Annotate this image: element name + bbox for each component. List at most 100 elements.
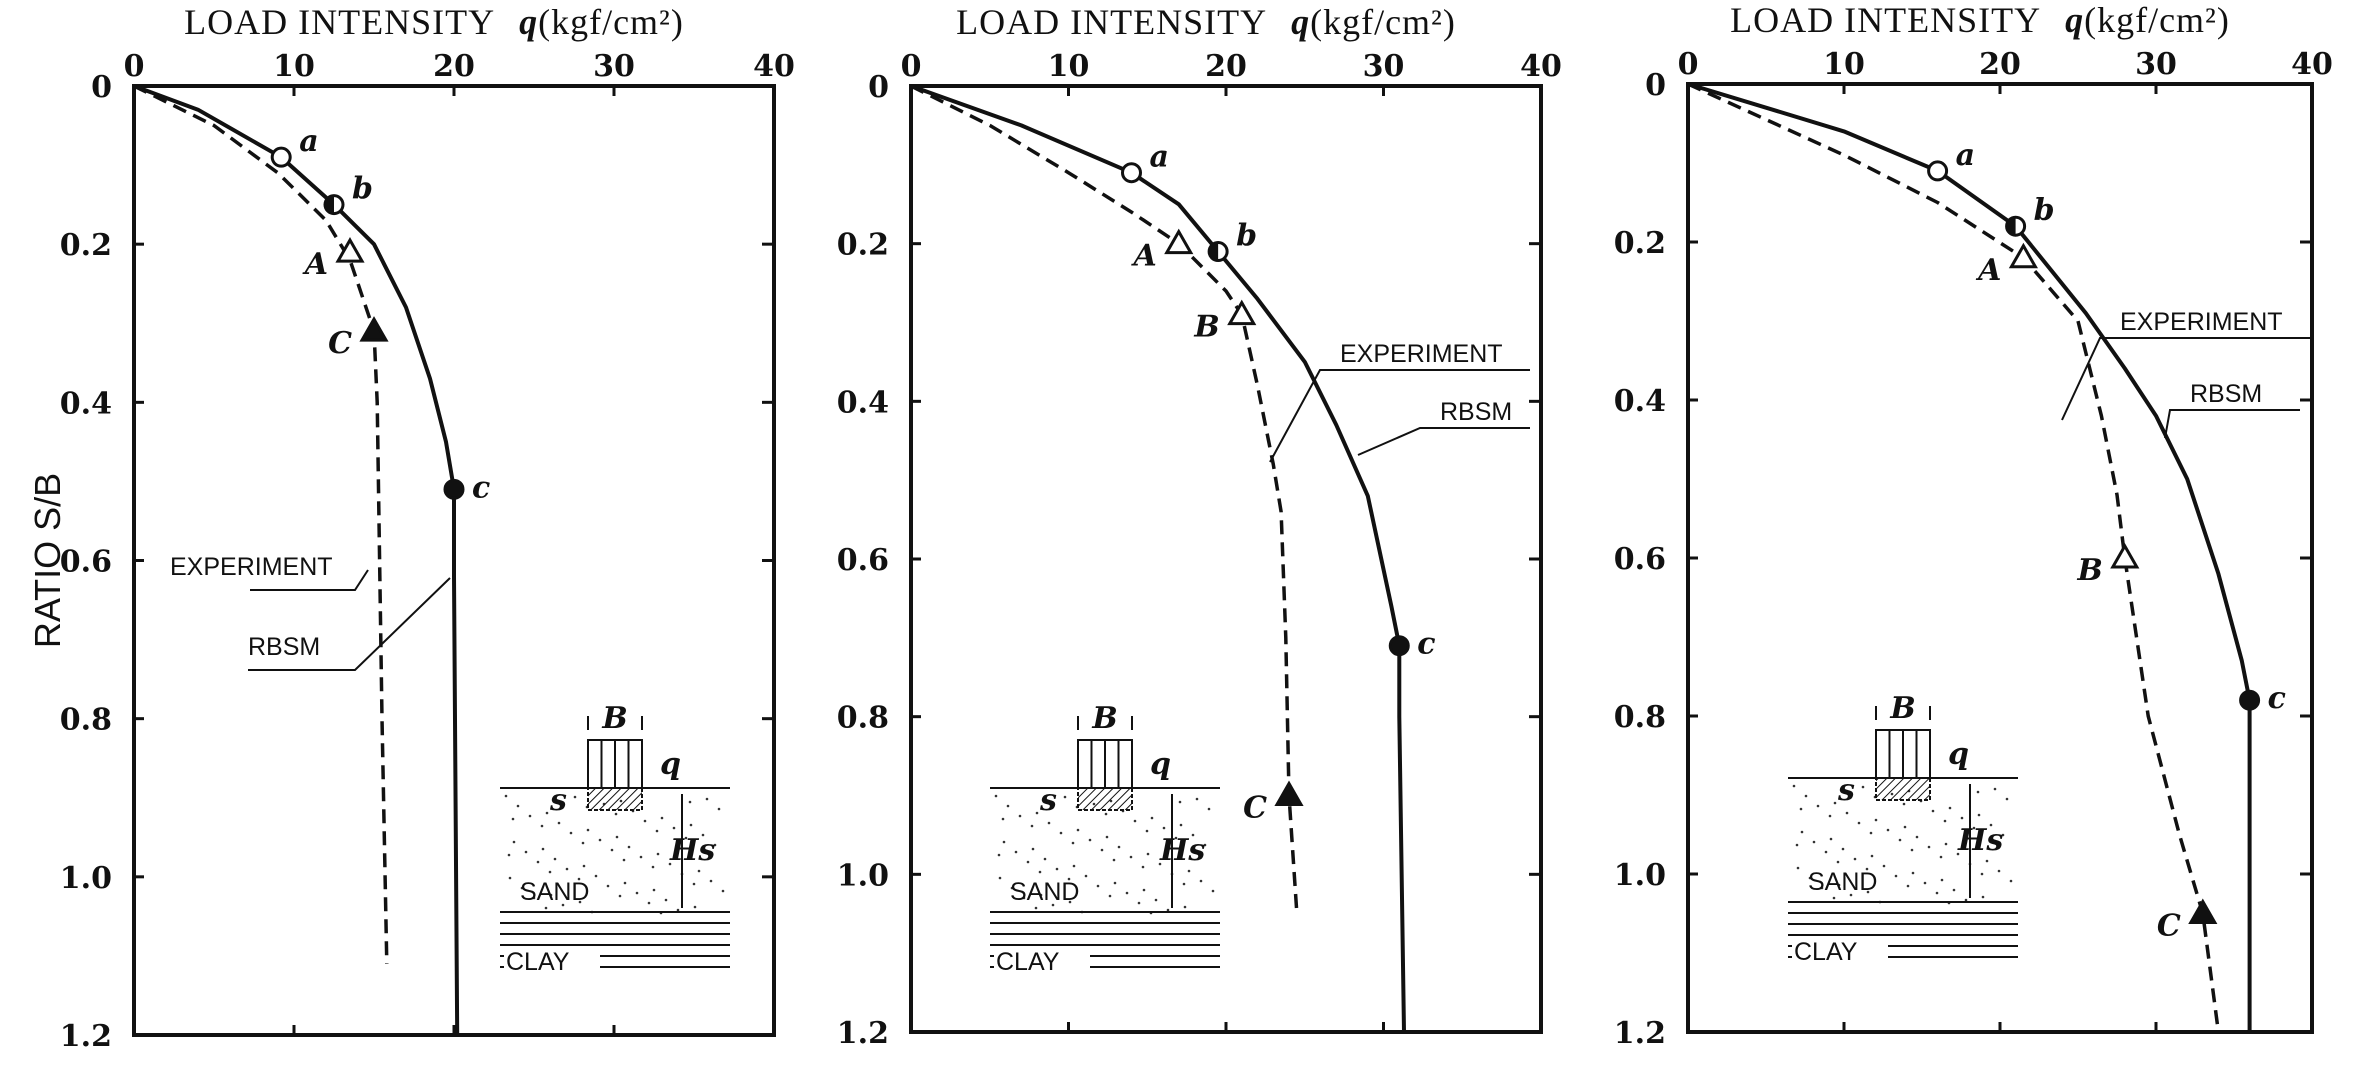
- marker-label: b: [1236, 219, 1257, 254]
- marker-label: a: [1150, 140, 1169, 175]
- sand-dot: [1870, 854, 1874, 858]
- sand-dot: [1063, 795, 1067, 799]
- sand-dot: [1829, 837, 1833, 841]
- x-tick-label: 40: [2291, 47, 2333, 82]
- marker-half-fill: [1209, 242, 1219, 261]
- marker-label: A: [1975, 253, 2001, 288]
- marker-triangle: [335, 237, 365, 263]
- x-tick-label: 0: [1678, 47, 1699, 82]
- sand-dot: [1195, 797, 1199, 801]
- footing: [1077, 787, 1133, 811]
- sand-dot: [672, 826, 676, 830]
- marker-label: B: [2076, 553, 2102, 588]
- x-axis-title-main: LOAD INTENSITY: [956, 2, 1267, 42]
- sand-dot: [668, 862, 672, 866]
- x-tick-label: 30: [593, 49, 635, 84]
- sand-dot: [689, 823, 693, 827]
- y-tick-label: 0.6: [60, 545, 112, 580]
- marker-a: a: [1121, 140, 1169, 184]
- y-tick-label: 1.2: [837, 1016, 889, 1051]
- marker-circle: [443, 478, 465, 500]
- sand-dot: [1874, 818, 1878, 822]
- sand-dot: [1841, 847, 1845, 851]
- sand-dot: [1923, 881, 1927, 885]
- sand-dot: [635, 891, 639, 895]
- sand-dot: [1906, 884, 1910, 888]
- sand-dot: [557, 821, 561, 825]
- inset-depth-label: Hs: [669, 833, 715, 868]
- inset-depth-label: Hs: [1957, 823, 2003, 858]
- sand-dot: [1915, 835, 1919, 839]
- sand-dot: [1035, 811, 1039, 815]
- sand-dot: [1977, 813, 1981, 817]
- y-tick-label: 0.4: [1614, 384, 1666, 419]
- sand-dot: [1178, 800, 1182, 804]
- sand-dot: [1882, 864, 1886, 868]
- inset-sand-label: SAND: [520, 878, 589, 906]
- sand-dot: [1997, 869, 2001, 873]
- sand-dot: [1956, 852, 1960, 856]
- inset-load-label: q: [1948, 737, 1969, 772]
- sand-dot: [1980, 872, 1984, 876]
- plot-frame: [1686, 82, 2314, 1034]
- sand-dot: [1199, 879, 1203, 883]
- sand-dot: [1072, 864, 1076, 868]
- x-tick-label: 40: [1520, 49, 1562, 84]
- sand-dot: [1911, 871, 1915, 875]
- marker-B: B: [1193, 299, 1257, 345]
- marker-half-fill: [325, 195, 334, 214]
- inset-width-label: B: [601, 701, 627, 736]
- leader-experiment: [1269, 369, 1530, 463]
- annotation-rbsm: RBSM: [2190, 380, 2262, 408]
- y-tick-label: 0.8: [837, 701, 889, 736]
- sand-dot: [709, 879, 713, 883]
- marker-A: A: [302, 237, 365, 282]
- sand-dot: [1154, 898, 1158, 902]
- y-tick-label: 0: [868, 70, 889, 105]
- sand-dot: [994, 794, 998, 798]
- inset-sand-label: SAND: [1010, 878, 1079, 906]
- sand-dot: [1158, 862, 1162, 866]
- sand-dot: [1972, 826, 1976, 830]
- y-tick-label: 0.2: [837, 228, 889, 263]
- marker-label: A: [302, 247, 328, 282]
- sand-dot: [1071, 841, 1075, 845]
- sand-dot: [721, 889, 725, 893]
- annotation-experiment: EXPERIMENT: [170, 553, 333, 581]
- sand-dot: [1799, 807, 1803, 811]
- sand-dot: [1203, 843, 1207, 847]
- sand-dot: [1902, 802, 1906, 806]
- sand-dot: [1150, 816, 1154, 820]
- sand-dot: [577, 877, 581, 881]
- leader-rbsm: [248, 577, 451, 671]
- sand-dot: [1845, 811, 1849, 815]
- sand-dot: [656, 852, 660, 856]
- sand-dot: [1910, 848, 1914, 852]
- inset-clay-label: CLAY: [1794, 938, 1858, 966]
- sand-dot: [586, 828, 590, 832]
- sand-dot: [1903, 825, 1907, 829]
- annotation-rbsm: RBSM: [1440, 398, 1512, 426]
- sand-dot: [618, 894, 622, 898]
- sand-dot: [582, 864, 586, 868]
- sand-dot: [1861, 785, 1865, 789]
- sand-dot: [997, 853, 1001, 857]
- sand-dot: [1898, 838, 1902, 842]
- sand-dot: [639, 855, 643, 859]
- series-line-rbsm: [1687, 82, 2252, 1032]
- sand-dot: [697, 869, 701, 873]
- marker-label: a: [1956, 138, 1975, 173]
- marker-C: C: [328, 316, 389, 361]
- sand-dot: [1857, 821, 1861, 825]
- y-tick-label: 0.6: [1614, 542, 1666, 577]
- sand-dot: [507, 853, 511, 857]
- sand-dot: [1832, 896, 1836, 900]
- sand-dot: [1039, 893, 1043, 897]
- sand-dot: [565, 867, 569, 871]
- sand-dot: [1985, 859, 1989, 863]
- sand-dot: [1828, 814, 1832, 818]
